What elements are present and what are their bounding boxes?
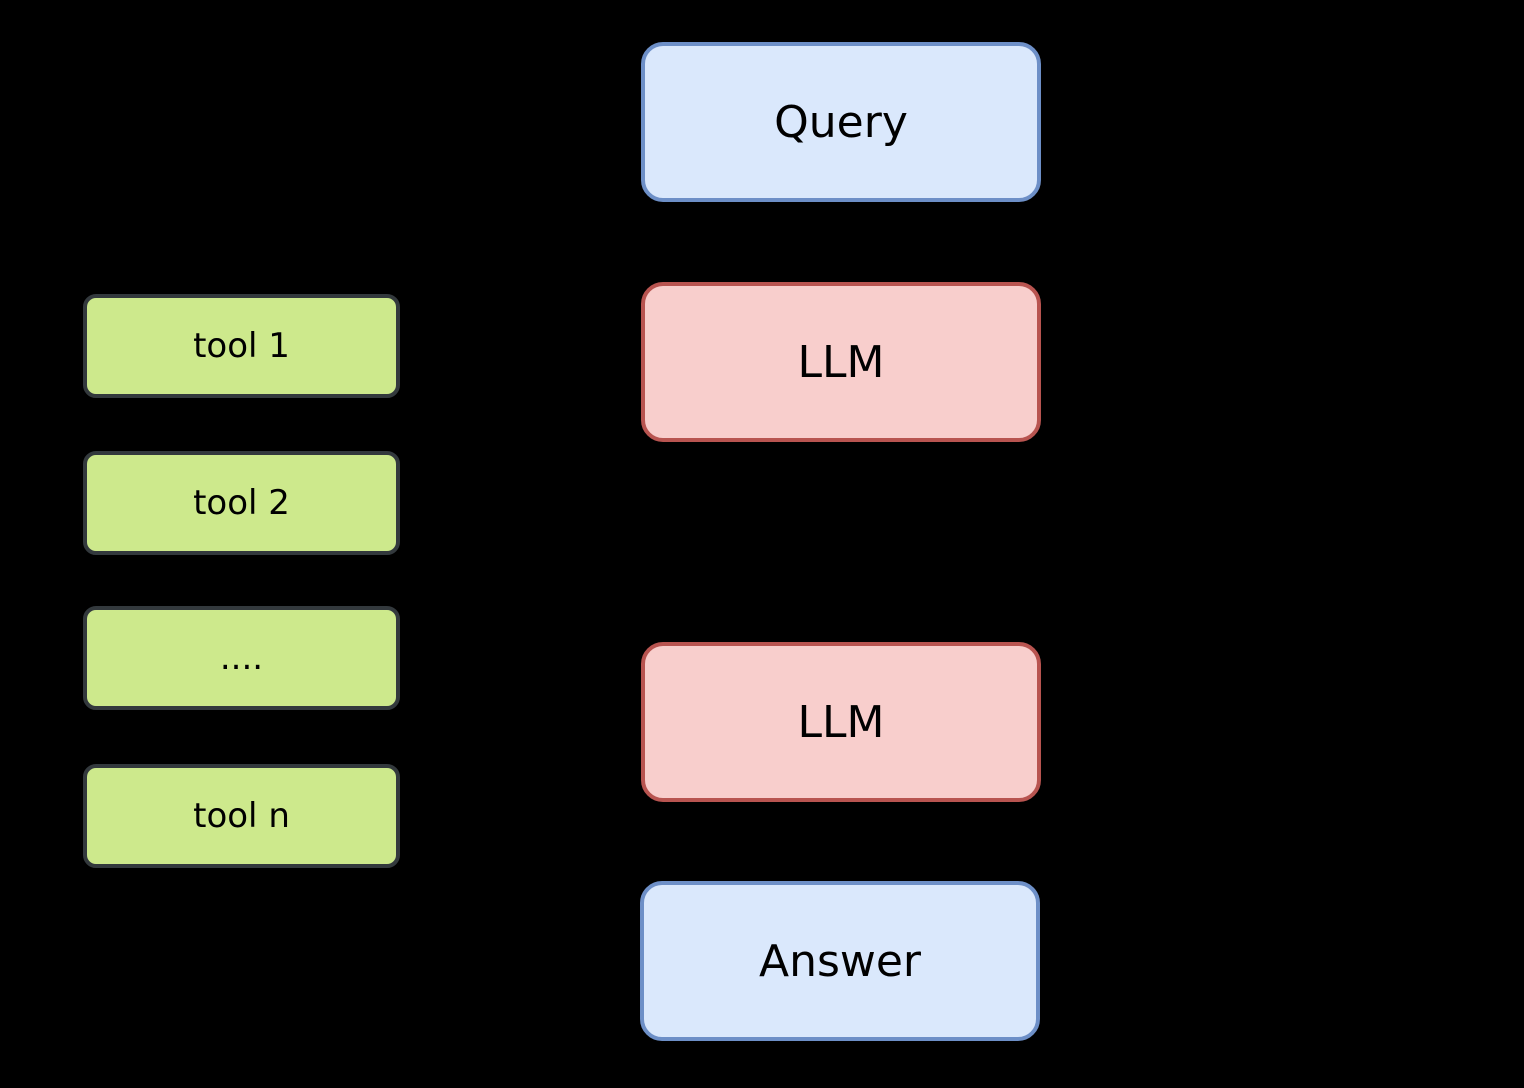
answer-box: Answer — [640, 881, 1040, 1041]
tool-n-label: tool n — [193, 796, 290, 836]
query-label: Query — [774, 96, 908, 148]
tool-1-box: tool 1 — [83, 294, 400, 398]
tool-ellipsis-label: .... — [219, 638, 264, 678]
llm-top-label: LLM — [797, 336, 885, 388]
answer-label: Answer — [758, 935, 922, 987]
tool-2-label: tool 2 — [193, 483, 290, 523]
tool-n-box: tool n — [83, 764, 400, 868]
tool-1-label: tool 1 — [193, 326, 290, 366]
llm-bottom-label: LLM — [797, 696, 885, 748]
tool-ellipsis-box: .... — [83, 606, 400, 710]
llm-top-box: LLM — [641, 282, 1041, 442]
query-box: Query — [641, 42, 1041, 202]
llm-bottom-box: LLM — [641, 642, 1041, 802]
tool-2-box: tool 2 — [83, 451, 400, 555]
